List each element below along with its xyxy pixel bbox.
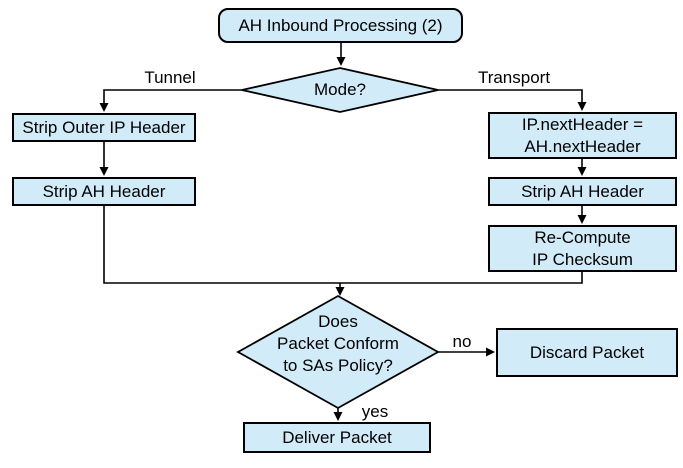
arrowhead-tunnel-branch bbox=[99, 103, 109, 112]
arrowhead-ipnext-to-stripah bbox=[577, 167, 587, 176]
node-ip-next-header: IP.nextHeader = AH.nextHeader bbox=[488, 112, 677, 159]
node-strip-ah-header-left: Strip AH Header bbox=[12, 177, 196, 206]
arrowhead-merge-to-policy bbox=[335, 287, 345, 296]
node-ip-next-header-line1: IP.nextHeader = bbox=[521, 114, 644, 134]
node-recompute-checksum: Re-Compute IP Checksum bbox=[488, 225, 677, 272]
decision-policy-line2: Packet Conform bbox=[277, 334, 399, 353]
node-strip-outer-ip-header: Strip Outer IP Header bbox=[12, 113, 196, 142]
node-strip-outer-ip-header-label: Strip Outer IP Header bbox=[22, 117, 186, 137]
arrowhead-stripouter-to-stripah bbox=[99, 167, 109, 176]
arrowhead-transport-branch bbox=[577, 102, 587, 111]
node-recompute-checksum-line2: IP Checksum bbox=[532, 249, 633, 269]
decision-policy-line1: Does bbox=[318, 312, 358, 331]
decision-mode-text: Mode? bbox=[314, 80, 366, 99]
decision-mode-shape bbox=[241, 67, 439, 113]
arrowhead-stripah-to-recompute bbox=[577, 215, 587, 224]
decision-policy-line3: to SAs Policy? bbox=[283, 356, 393, 375]
node-start: AH Inbound Processing (2) bbox=[218, 8, 463, 43]
node-strip-ah-header-right: Strip AH Header bbox=[488, 177, 677, 206]
edge-label-yes: yes bbox=[361, 402, 389, 421]
node-deliver-packet: Deliver Packet bbox=[243, 422, 431, 453]
node-strip-ah-header-left-label: Strip AH Header bbox=[42, 181, 166, 201]
node-deliver-packet-label: Deliver Packet bbox=[282, 427, 392, 447]
edge-label-tunnel: Tunnel bbox=[144, 68, 196, 87]
edge-tunnel-branch bbox=[103, 89, 242, 104]
arrowhead-policy-yes bbox=[333, 412, 343, 421]
edge-transport-branch bbox=[438, 89, 583, 103]
edge-label-transport: Transport bbox=[477, 68, 551, 87]
node-discard-packet-label: Discard Packet bbox=[529, 342, 645, 362]
arrowhead-policy-no bbox=[486, 347, 495, 357]
node-ip-next-header-line2: AH.nextHeader bbox=[524, 136, 641, 156]
decision-policy-label: Does Packet Conform to SAs Policy? bbox=[253, 311, 423, 377]
node-start-label: AH Inbound Processing (2) bbox=[238, 15, 443, 35]
decision-mode-label: Mode? bbox=[300, 79, 380, 101]
node-discard-packet: Discard Packet bbox=[496, 328, 678, 377]
node-recompute-checksum-line1: Re-Compute bbox=[534, 227, 631, 247]
edge-label-no: no bbox=[452, 332, 472, 351]
node-strip-ah-header-right-label: Strip AH Header bbox=[521, 181, 644, 201]
edge-merge-rail bbox=[103, 206, 583, 284]
arrowhead-start-to-mode bbox=[336, 57, 346, 66]
